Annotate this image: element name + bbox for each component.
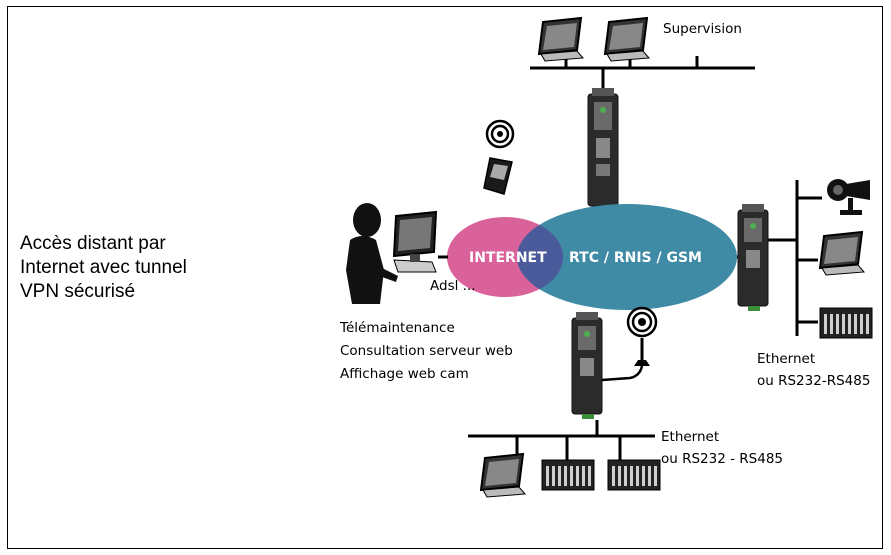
internet-label: INTERNET xyxy=(469,250,547,266)
monitor-icon xyxy=(479,452,527,498)
ethernet-right-label: Ethernet xyxy=(757,351,815,367)
gateway-router-icon xyxy=(571,312,603,419)
adsl-label: Adsl ... xyxy=(430,278,476,294)
diagram-caption: Accès distant par Internet avec tunnel V… xyxy=(20,232,270,304)
monitor-icon xyxy=(818,230,866,276)
caption-line-3: VPN sécurisé xyxy=(20,281,136,302)
supervision-monitor-icon xyxy=(603,16,651,62)
rtc-rnis-gsm-cloud xyxy=(517,204,737,310)
gateway-router-icon xyxy=(587,88,619,211)
diagram-frame xyxy=(7,6,883,549)
plc-module-icon xyxy=(607,459,661,491)
caption-line-1: Accès distant par xyxy=(20,233,166,254)
webcam-display-label: Affichage web cam xyxy=(340,366,469,382)
caption-line-2: Internet avec tunnel xyxy=(20,257,187,278)
mobile-phone-icon xyxy=(483,119,515,195)
consultation-label: Consultation serveur web xyxy=(340,343,513,359)
rs232-rs485-right-label: ou RS232-RS485 xyxy=(757,373,870,389)
antenna-icon xyxy=(626,306,658,366)
plc-module-icon xyxy=(819,307,873,339)
supervision-label: Supervision xyxy=(663,21,742,37)
webcam-icon xyxy=(827,179,870,215)
rtc-label: RTC / RNIS / GSM xyxy=(569,250,702,266)
network-clouds xyxy=(447,204,737,310)
gateway-router-icon xyxy=(737,204,769,311)
supervision-network xyxy=(530,52,755,88)
right-network-bus xyxy=(768,180,822,336)
operator-workstation-icon xyxy=(346,203,438,304)
bottom-network-bus xyxy=(468,420,655,460)
rs232-rs485-bottom-label: ou RS232 - RS485 xyxy=(661,451,783,467)
supervision-monitor-icon xyxy=(537,16,585,62)
ethernet-bottom-label: Ethernet xyxy=(661,429,719,445)
telemaintenance-label: Télémaintenance xyxy=(339,320,455,336)
plc-module-icon xyxy=(541,459,595,491)
